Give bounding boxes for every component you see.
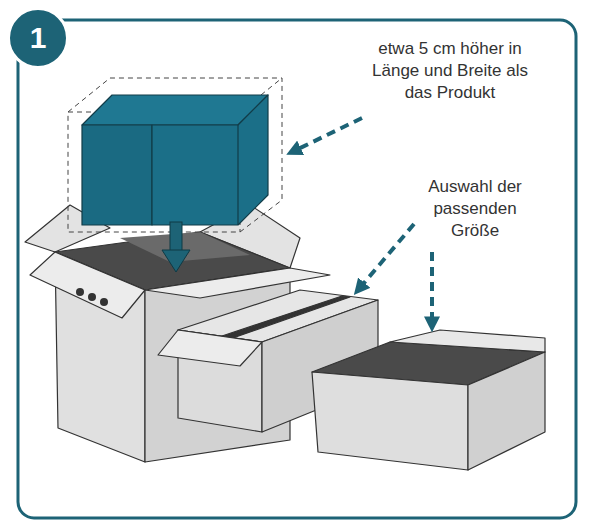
insert-arrow bbox=[162, 222, 190, 272]
small-box bbox=[312, 330, 545, 470]
frame bbox=[18, 20, 576, 518]
step-number-badge: 1 bbox=[7, 7, 69, 69]
choice-note: Auswahl der passenden Größe bbox=[420, 176, 530, 242]
product-box bbox=[68, 78, 282, 232]
step-number: 1 bbox=[30, 23, 47, 53]
leader-arrows bbox=[292, 118, 432, 326]
size-note: etwa 5 cm höher in Länge und Breite als … bbox=[360, 38, 540, 104]
